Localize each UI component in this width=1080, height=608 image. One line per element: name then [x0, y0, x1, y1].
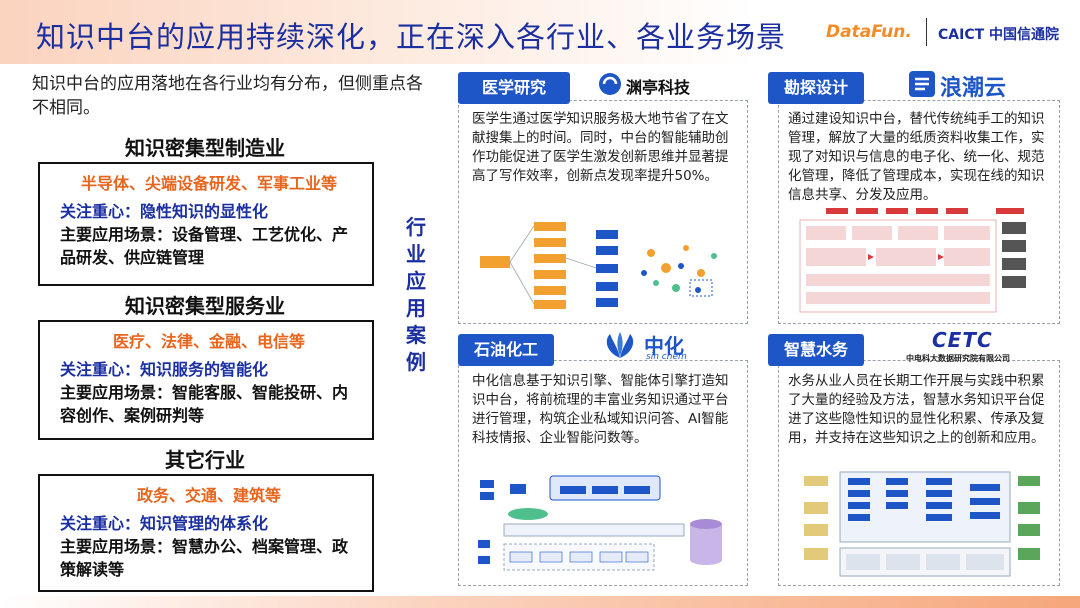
sector-box-services: 医疗、法律、金融、电信等 关注重心：知识服务的智能化 主要应用场景：智能客服、智… [38, 320, 374, 440]
bottom-bar [0, 596, 1080, 608]
vertical-char: 用 [406, 296, 426, 320]
company-yuanting: 渊亭科技 [626, 78, 691, 97]
scene-label: 主要应用场景： [60, 225, 173, 244]
inspur-logo-icon [908, 70, 936, 98]
case-tag-petrochemical: 石油化工 [458, 334, 554, 366]
case-tag-water: 智慧水务 [768, 334, 864, 366]
scene-label: 主要应用场景： [60, 537, 173, 556]
logo-divider [926, 18, 927, 46]
vertical-char: 例 [406, 350, 426, 374]
petrochemical-architecture-diagram [474, 474, 738, 580]
company-cetc-sub: 中电科大数据研究院有限公司 [906, 354, 1010, 363]
vertical-char: 业 [406, 242, 426, 266]
vertical-char: 行 [406, 215, 426, 239]
scene-label: 主要应用场景： [60, 383, 173, 402]
case-text-petrochemical: 中化信息基于知识引擎、智能体引擎打造知识中台，将前梳理的丰富业务知识通过平台进行… [472, 373, 729, 446]
water-platform-diagram [800, 468, 1044, 580]
sector-box-manufacturing: 半导体、尖端设备研发、军事工业等 关注重心：隐性知识的显性化 主要应用场景：设备… [38, 162, 374, 286]
page-title: 知识中台的应用持续深化，正在深入各行业、各业务场景 [36, 20, 787, 54]
case-tag-exploration: 勘探设计 [768, 72, 864, 104]
focus-value: 知识管理的体系化 [140, 514, 269, 533]
scene-value: 智能客服、智能投研、内容创作、案例研判等 [60, 383, 349, 425]
company-sinochem: 中化 [644, 334, 684, 358]
vertical-char: 案 [406, 323, 426, 347]
sector-heading-other: 其它行业 [165, 448, 245, 472]
yuanting-logo-icon [598, 72, 622, 96]
sector-box-other: 政务、交通、建筑等 关注重心：知识管理的体系化 主要应用场景：智慧办公、档案管理… [38, 474, 374, 592]
company-cetc: CETC [932, 328, 993, 352]
sector-industries: 政务、交通、建筑等 [136, 486, 281, 505]
intro-text: 知识中台的应用落地在各行业均有分布，但侧重点各不相同。 [32, 74, 423, 118]
focus-label: 关注重心： [60, 514, 141, 533]
focus-value: 知识服务的智能化 [140, 360, 269, 379]
sector-heading-manufacturing: 知识密集型制造业 [125, 136, 285, 160]
sector-industries: 医疗、法律、金融、电信等 [112, 332, 305, 351]
case-text-water: 水务从业人员在长期工作开展与实践中积累了大量的经验及方法，智慧水务知识平台促进了… [788, 373, 1045, 446]
case-tag-medical: 医学研究 [458, 72, 570, 104]
vertical-char: 应 [406, 269, 426, 293]
scene-value: 设备管理、工艺优化、产品研发、供应链管理 [60, 225, 349, 267]
focus-value: 隐性知识的显性化 [140, 202, 269, 221]
scene-value: 智慧办公、档案管理、政策解读等 [60, 537, 349, 579]
focus-label: 关注重心： [60, 360, 141, 379]
vertical-label: 行 业 应 用 案 例 [402, 214, 430, 376]
sector-heading-services: 知识密集型服务业 [125, 294, 285, 318]
sinochem-logo-icon [600, 330, 640, 360]
case-text-medical: 医学生通过医学知识服务极大地节省了在文献搜集上的时间。同时，中台的智能辅助创作功… [472, 111, 729, 184]
title-bar [0, 0, 1080, 64]
company-sinochem-sub: sin chem [646, 352, 687, 362]
exploration-platform-diagram [796, 206, 1030, 316]
focus-label: 关注重心： [60, 202, 141, 221]
datafun-logo: DataFun. [826, 22, 912, 42]
caict-logo: CAICT 中国信通院 [938, 27, 1060, 43]
sector-industries: 半导体、尖端设备研发、军事工业等 [80, 174, 337, 193]
company-inspur: 浪潮云 [940, 76, 1007, 101]
case-text-exploration: 通过建设知识中台，替代传统纯手工的知识管理，解放了大量的纸质资料收集工作，实现了… [788, 111, 1045, 203]
medical-knowledge-diagram [476, 218, 736, 310]
